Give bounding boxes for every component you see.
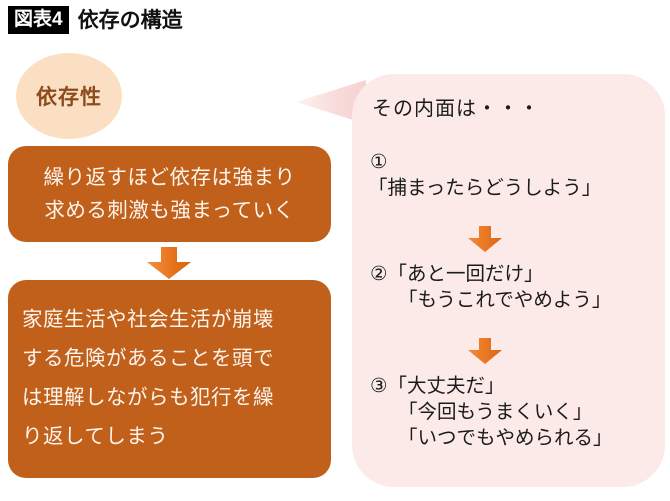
down-block-arrow-icon (468, 226, 502, 252)
thought-item-1-number: ① (370, 151, 388, 173)
box-collapse-line-3: は理解しながらも犯行を繰 (22, 386, 274, 409)
thought-item-3-number: ③ (370, 375, 388, 397)
thought-item-3: ③「大丈夫だ」 「今回もうまくいく」 「いつでもやめられる」 (370, 374, 613, 452)
inner-thoughts-panel (352, 74, 665, 487)
thought-item-2-quote-1: 「あと一回だけ」 (387, 263, 544, 285)
box-collapse-line-1: 家庭生活や社会生活が崩壊 (22, 308, 274, 332)
box-repetition-line-2: 求める刺激も強まっていく (44, 199, 295, 222)
thought-item-2-quote-2: 「もうこれでやめよう」 (398, 288, 612, 311)
thought-item-1: ① 「捕まったらどうしよう」 (368, 150, 602, 202)
box-collapse-line-4: り返してしまう (22, 424, 169, 448)
header: 図表4 依存の構造 (8, 6, 183, 34)
dependency-circle-label: 依存性 (36, 86, 102, 109)
box-collapse-line-2: する危険があることを頭で (22, 347, 274, 371)
thought-item-1-quote-1: 「捕まったらどうしよう」 (368, 176, 602, 199)
dependency-circle: 依存性 (16, 53, 122, 139)
speech-bubble-tail (296, 80, 366, 124)
box-repetition-line-1: 繰り返すほど依存は強まり (43, 165, 296, 189)
thought-item-3-quote-2: 「今回もうまくいく」 (398, 400, 593, 423)
figure-number-badge: 図表4 (8, 6, 69, 34)
box-life-collapse: 家庭生活や社会生活が崩壊 する危険があることを頭で は理解しながらも犯行を繰 り… (8, 280, 331, 478)
down-block-arrow-icon (147, 247, 191, 279)
down-block-arrow-icon (468, 338, 502, 364)
panel-intro-text: その内面は・・・ (372, 98, 540, 120)
box-repetition-strengthens: 繰り返すほど依存は強まり 求める刺激も強まっていく (8, 146, 331, 242)
thought-item-2: ②「あと一回だけ」 「もうこれでやめよう」 (370, 262, 611, 314)
thought-item-2-number: ② (370, 263, 388, 285)
page-title: 依存の構造 (77, 8, 183, 32)
thought-item-3-quote-1: 「大丈夫だ」 (387, 375, 505, 397)
thought-item-3-quote-3: 「いつでもやめられる」 (398, 426, 613, 449)
